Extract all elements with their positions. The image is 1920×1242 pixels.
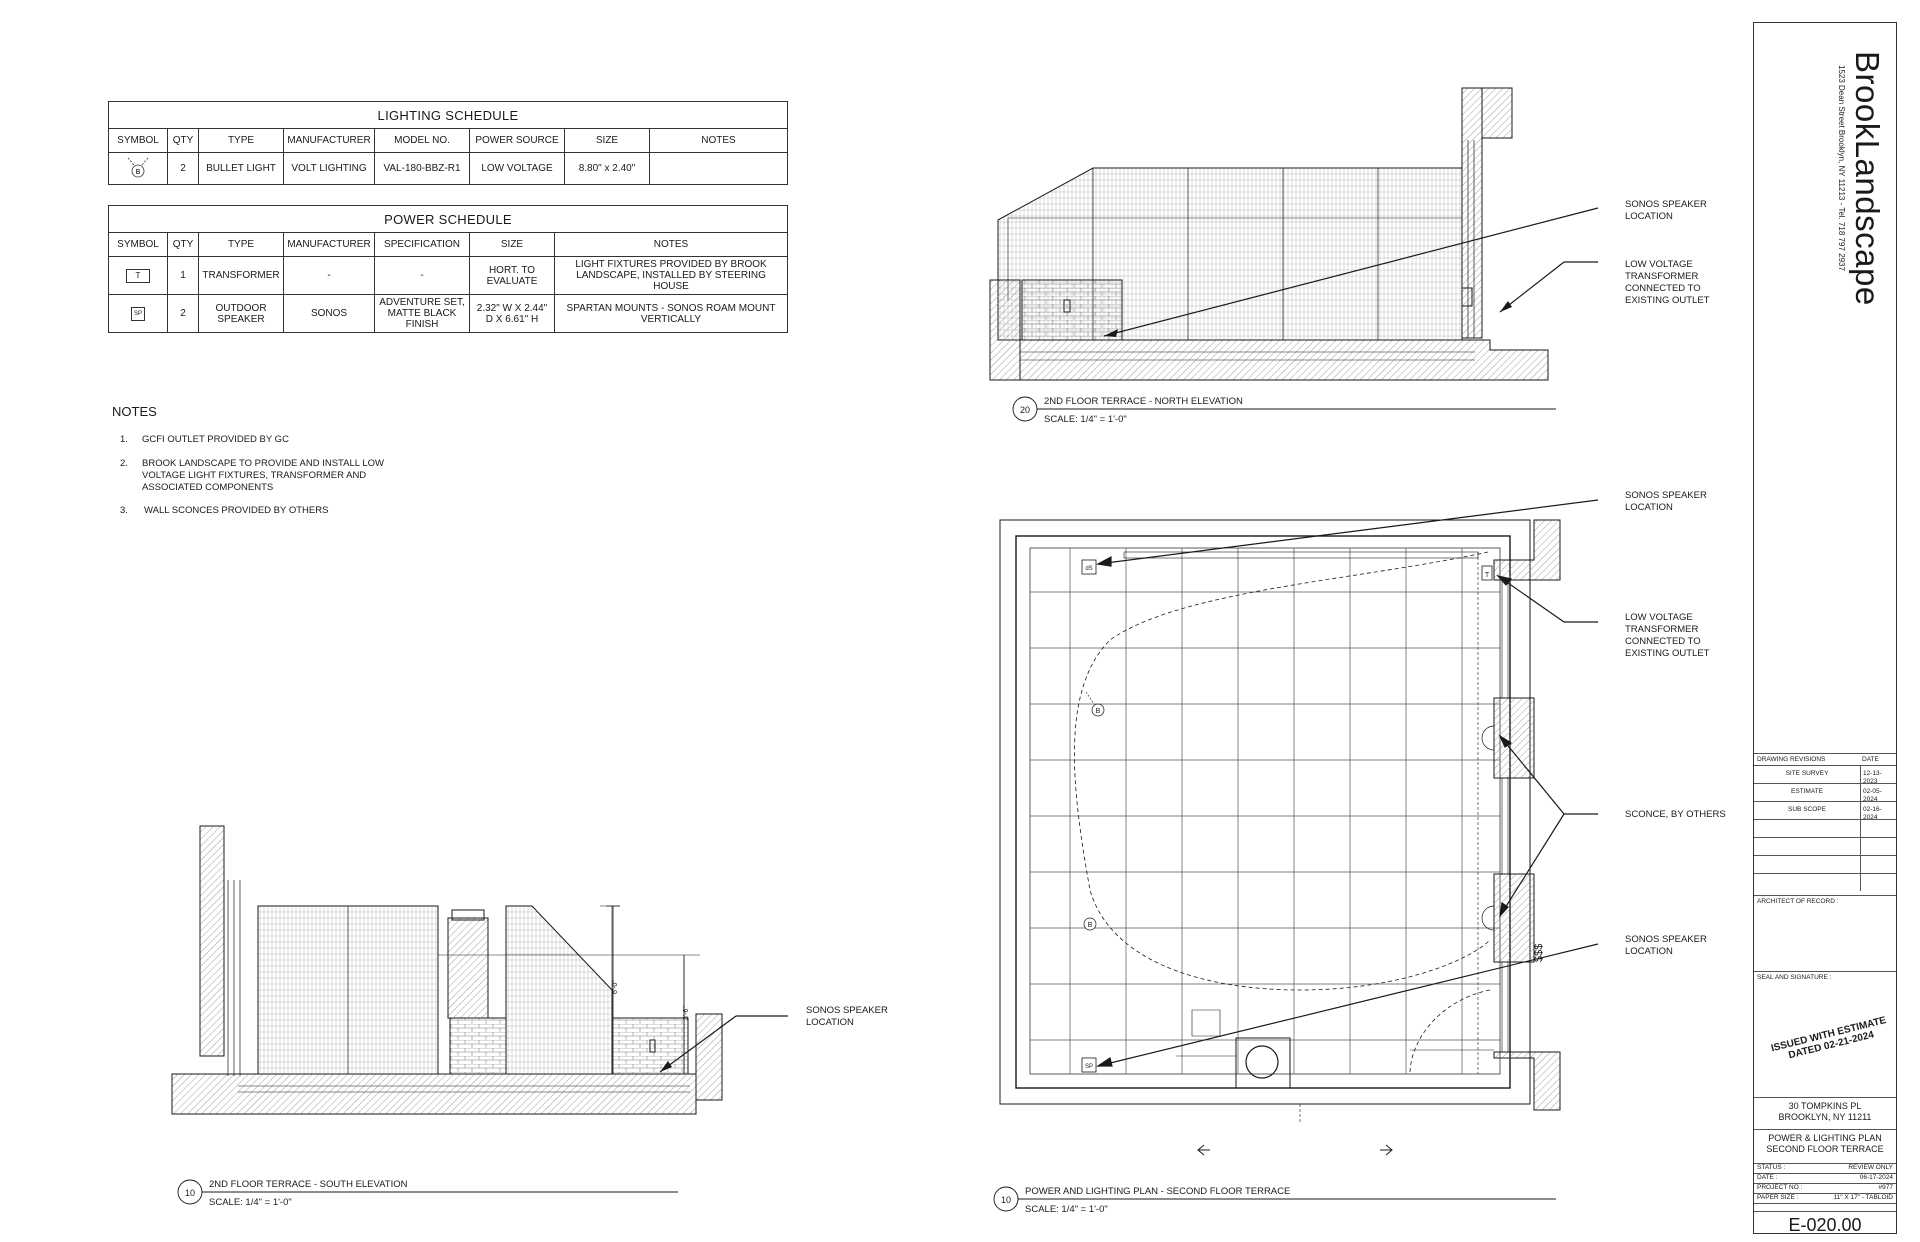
sheet-title: POWER & LIGHTING PLAN SECOND FLOOR TERRA… [1766,1133,1884,1154]
plan-bullet-light-2-label: B [1088,922,1093,929]
plan-speaker-top-label: dS [1085,566,1092,572]
estimate-stamp: ISSUED WITH ESTIMATE DATED 02-21-2024 [1770,1015,1888,1062]
callout-sonos-speaker: SONOS SPEAKER LOCATION [1625,934,1707,957]
revision-label: ESTIMATE [1790,788,1824,795]
revisions-header-date: DATE [1862,756,1879,763]
cell-manufacturer: SONOS [283,294,375,333]
south-elevation [171,825,723,1115]
south-elevation-title: 2ND FLOOR TERRACE - SOUTH ELEVATION [209,1179,408,1190]
revisions-header-label: DRAWING REVISIONS [1757,756,1826,763]
north-elevation-title: 2ND FLOOR TERRACE - NORTH ELEVATION [1044,396,1243,407]
notes-title: NOTES [112,404,157,419]
plan-callout-leaders [1096,499,1599,1067]
meta-date-value: 06-17-2024 [1859,1174,1893,1181]
revision-date: 02-05-2024 [1863,788,1882,803]
revision-date: 12-13-2023 [1863,770,1882,785]
col-header: MANUFACTURER [283,128,375,153]
revisions-table: SITE SURVEY 12-13-2023 ESTIMATE 02-05-20… [1754,765,1896,891]
plan-transformer-label: T [1485,572,1490,579]
cell-size: 8.80" x 2.40" [564,152,650,185]
fence-height-label: 6'-0" [612,980,619,994]
callout-sonos-speaker: SONOS SPEAKER LOCATION [806,1005,888,1028]
cell-notes [649,152,788,185]
revision-label: SITE SURVEY [1785,770,1829,777]
south-elevation-number: 10 [185,1188,195,1198]
plan-speaker-top: dS [1081,559,1097,575]
south-elevation-scale: SCALE: 1/4" = 1'-0" [209,1197,292,1208]
meta-date-label: DATE : [1757,1174,1778,1181]
cell-notes: SPARTAN MOUNTS - SONOS ROAM MOUNT VERTIC… [554,294,788,333]
plan-scale: SCALE: 1/4" = 1'-0" [1025,1204,1108,1215]
rail-height-label: 3'-6" [683,1006,690,1020]
meta-project-value: #977 [1878,1184,1893,1191]
speaker-symbol-letter: SP [131,306,145,321]
cell-type: OUTDOOR SPEAKER [198,294,284,333]
bullet-light-symbol: B [108,152,168,185]
south-elevation-speaker-leader [659,1015,788,1073]
plan-bullet-light-2: B [1083,917,1097,931]
meta-paper-value: 11" X 17" - TABLOID [1833,1194,1893,1201]
note-text: WALL SCONCES PROVIDED BY OTHERS [144,505,329,516]
plan-title: POWER AND LIGHTING PLAN - SECOND FLOOR T… [1025,1186,1290,1197]
terrace-plan [999,519,1561,1156]
project-address: 30 TOMPKINS PL BROOKLYN, NY 11211 [1778,1101,1872,1122]
col-header: TYPE [198,232,284,257]
note-number: 3. [120,505,128,516]
note-number: 1. [120,434,128,445]
transformer-symbol-letter: T [126,268,150,283]
firm-address: 1523 Dean Street Brooklyn, NY 11213 - Te… [1837,65,1846,271]
note-text: BROOK LANDSCAPE TO PROVIDE AND INSTALL L… [142,458,384,493]
revision-date: 02-16-2024 [1863,806,1882,821]
plan-bullet-light-1-label: B [1096,708,1101,715]
power-schedule: POWER SCHEDULE SYMBOL QTY TYPE MANUFACTU… [108,205,788,333]
meta-status-label: STATUS : [1757,1164,1786,1171]
drawings: 6'-0" 3'-6" [171,87,1599,1215]
north-elevation-number: 20 [1020,405,1030,415]
callout-transformer: LOW VOLTAGE TRANSFORMER CONNECTED TO EXI… [1625,259,1710,306]
cell-power: LOW VOLTAGE [469,152,565,185]
meta-paper-label: PAPER SIZE : [1757,1194,1799,1201]
speaker-symbol: SP [108,294,168,333]
title-block: BrookLandscape 1523 Dean Street Brooklyn… [1753,22,1897,1235]
south-elevation-title-marker [177,1179,678,1205]
meta-project-label: PROJECT NO : [1757,1184,1803,1191]
col-header: SPECIFICATION [374,232,470,257]
seal-label: SEAL AND SIGNATURE : [1757,974,1832,981]
firm-name: BrookLandscape [1849,51,1886,306]
col-header: SIZE [469,232,555,257]
north-elevation-title-marker [1012,396,1556,422]
table-row: SP 2 OUTDOOR SPEAKER SONOS ADVENTURE SET… [108,294,788,333]
plan-bullet-light-1: B [1085,691,1105,717]
callout-transformer: LOW VOLTAGE TRANSFORMER CONNECTED TO EXI… [1625,612,1710,659]
callout-sconce: SCONCE, BY OTHERS [1625,809,1726,820]
meta-status-value: REVIEW ONLY [1848,1164,1893,1171]
bullet-light-letter: B [136,169,141,176]
cell-qty: 2 [167,152,199,185]
plan-title-marker [993,1186,1556,1212]
callout-sonos-speaker: SONOS SPEAKER LOCATION [1625,199,1707,222]
revision-label: SUB SCOPE [1788,806,1826,813]
note-number: 2. [120,458,128,469]
cell-model: VAL-180-BBZ-R1 [374,152,470,185]
lighting-schedule-title: LIGHTING SCHEDULE [108,101,788,129]
plan-number: 10 [1001,1195,1011,1205]
col-header: MODEL NO. [374,128,470,153]
cell-size: 2.32" W X 2.44" D X 6.61" H [469,294,555,333]
col-header: SYMBOL [108,128,168,153]
architect-label: ARCHITECT OF RECORD : [1757,898,1839,905]
power-schedule-title: POWER SCHEDULE [108,205,788,233]
plan-speaker-bottom: SP [1081,1057,1097,1073]
plan-speaker-bottom-label: SP [1085,1064,1093,1070]
north-elevation-speaker-leader [1103,207,1599,337]
cell-type: BULLET LIGHT [198,152,284,185]
lighting-schedule: LIGHTING SCHEDULE SYMBOL QTY TYPE MANUFA… [108,101,788,185]
table-row: B 2 BULLET LIGHT VOLT LIGHTING VAL-180-B… [108,152,788,185]
callout-sonos-speaker: SONOS SPEAKER LOCATION [1625,490,1707,513]
cell-spec: ADVENTURE SET, MATTE BLACK FINISH [374,294,470,333]
north-elevation [989,87,1549,381]
note-text: GCFI OUTLET PROVIDED BY GC [142,434,289,445]
sheet-number: E-020.00 [1788,1215,1862,1235]
north-elevation-scale: SCALE: 1/4" = 1'-0" [1044,414,1127,425]
